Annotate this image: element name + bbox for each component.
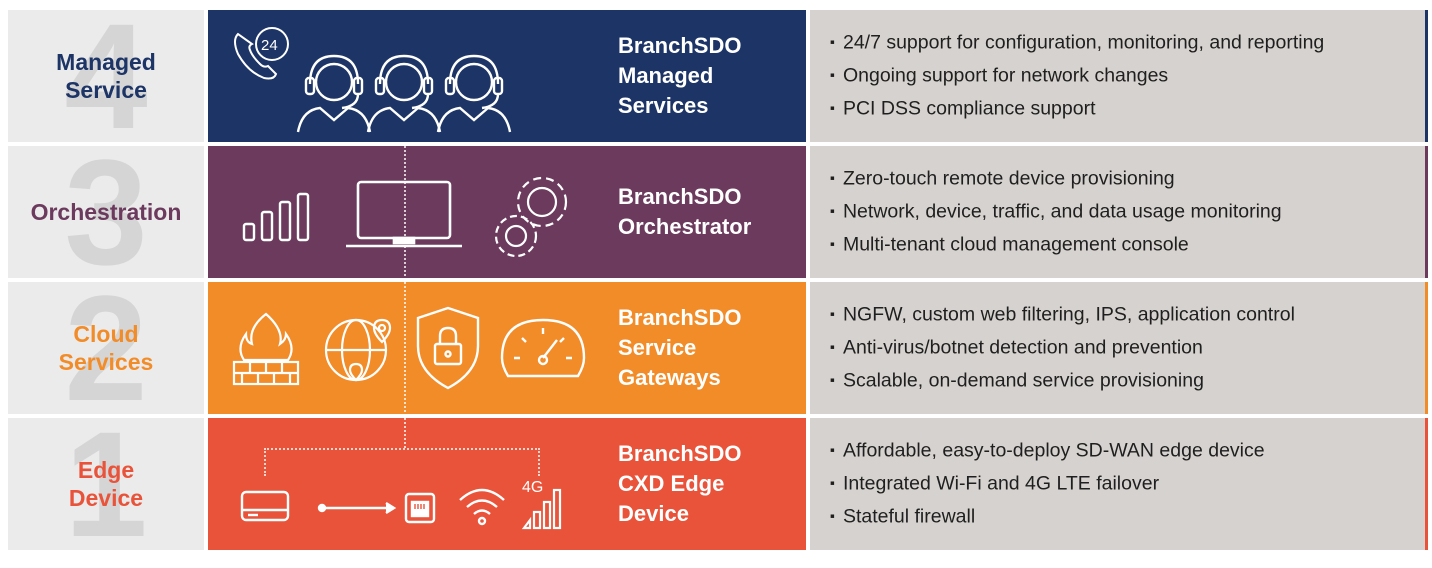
accent-bar bbox=[1425, 282, 1428, 414]
product-band: 4G BranchSDO CXD Edge Device bbox=[208, 418, 806, 550]
edge-router-icon bbox=[240, 490, 290, 522]
layer-title: Edge Device bbox=[8, 456, 204, 512]
layer-row-edge-device: 1 Edge Device bbox=[8, 409, 1428, 559]
layer-title-line: Managed bbox=[56, 49, 156, 75]
icon-group bbox=[208, 282, 608, 414]
feature-item: Ongoing support for network changes bbox=[830, 60, 1324, 93]
layer-number: 1 bbox=[64, 400, 148, 568]
feature-panel: Zero-touch remote device provisioning Ne… bbox=[810, 146, 1428, 278]
connector-line bbox=[264, 448, 540, 476]
product-band: BranchSDO Orchestrator bbox=[208, 146, 806, 278]
layer-row-managed-service: 4 Managed Service 24 bbox=[8, 1, 1428, 151]
product-name-line: BranchSDO bbox=[618, 305, 742, 330]
product-name-line: Services bbox=[618, 93, 709, 118]
shield-lock-icon bbox=[416, 306, 480, 390]
feature-list: NGFW, custom web filtering, IPS, applica… bbox=[830, 299, 1295, 398]
layer-title: Cloud Services bbox=[8, 320, 204, 376]
layer-title-line: Service bbox=[65, 77, 147, 103]
feature-item: Anti-virus/botnet detection and preventi… bbox=[830, 332, 1295, 365]
feature-item: Affordable, easy-to-deploy SD-WAN edge d… bbox=[830, 435, 1265, 468]
feature-item: Zero-touch remote device provisioning bbox=[830, 163, 1282, 196]
product-name-line: Orchestrator bbox=[618, 214, 752, 239]
svg-text:24: 24 bbox=[261, 37, 278, 54]
product-name-line: CXD Edge bbox=[618, 471, 725, 496]
layer-row-orchestration: 3 Orchestration bbox=[8, 137, 1428, 287]
feature-item: Integrated Wi-Fi and 4G LTE failover bbox=[830, 468, 1265, 501]
feature-item: 24/7 support for configuration, monitori… bbox=[830, 27, 1324, 60]
layer-number: 2 bbox=[64, 264, 148, 432]
product-name: BranchSDO Service Gateways bbox=[618, 303, 798, 393]
feature-item: Network, device, traffic, and data usage… bbox=[830, 196, 1282, 229]
wifi-icon bbox=[459, 488, 505, 526]
product-band: 24 bbox=[208, 10, 806, 142]
feature-item: NGFW, custom web filtering, IPS, applica… bbox=[830, 299, 1295, 332]
layer-number: 3 bbox=[64, 128, 148, 296]
layer-label-panel: 2 Cloud Services bbox=[8, 273, 204, 423]
phone-24-icon: 24 bbox=[234, 27, 289, 80]
feature-item: Multi-tenant cloud management console bbox=[830, 229, 1282, 262]
layer-label-panel: 3 Orchestration bbox=[8, 137, 204, 287]
headset-agent-icon bbox=[296, 54, 372, 133]
layer-title-line: Orchestration bbox=[30, 199, 182, 225]
product-name: BranchSDO Orchestrator bbox=[618, 182, 798, 242]
icon-group: 4G bbox=[208, 418, 608, 550]
speedometer-icon bbox=[500, 318, 586, 378]
4g-label: 4G bbox=[522, 479, 543, 496]
product-name-line: Device bbox=[618, 501, 689, 526]
product-name: BranchSDO CXD Edge Device bbox=[618, 439, 798, 529]
layer-label-panel: 4 Managed Service bbox=[8, 1, 204, 151]
4g-signal-icon: 4G bbox=[521, 479, 562, 530]
feature-item: Stateful firewall bbox=[830, 501, 1265, 534]
feature-panel: Affordable, easy-to-deploy SD-WAN edge d… bbox=[810, 418, 1428, 550]
bar-chart-icon bbox=[242, 192, 310, 242]
feature-panel: NGFW, custom web filtering, IPS, applica… bbox=[810, 282, 1428, 414]
icon-group bbox=[208, 146, 608, 278]
product-band: BranchSDO Service Gateways bbox=[208, 282, 806, 414]
product-name-line: Gateways bbox=[618, 365, 721, 390]
headset-agent-icon bbox=[436, 54, 512, 133]
product-name-line: Service bbox=[618, 335, 697, 360]
product-name-line: BranchSDO bbox=[618, 33, 742, 58]
layer-title-line: Cloud bbox=[73, 321, 139, 347]
layer-label-panel: 1 Edge Device bbox=[8, 409, 204, 559]
feature-list: 24/7 support for configuration, monitori… bbox=[830, 27, 1324, 126]
product-name: BranchSDO Managed Services bbox=[618, 31, 798, 121]
firewall-icon bbox=[232, 312, 300, 386]
feature-item: PCI DSS compliance support bbox=[830, 93, 1324, 126]
product-name-line: BranchSDO bbox=[618, 441, 742, 466]
product-name-line: BranchSDO bbox=[618, 184, 742, 209]
accent-bar bbox=[1425, 418, 1428, 550]
layer-title: Managed Service bbox=[8, 48, 204, 104]
accent-bar bbox=[1425, 10, 1428, 142]
layer-number: 4 bbox=[64, 0, 148, 160]
icon-group: 24 bbox=[208, 10, 608, 142]
layer-title-line: Device bbox=[68, 485, 144, 511]
ethernet-port-icon bbox=[404, 492, 436, 524]
globe-pin-icon bbox=[324, 318, 392, 382]
layer-title-line: Edge bbox=[77, 457, 135, 483]
headset-agent-icon bbox=[366, 54, 442, 133]
feature-item: Scalable, on-demand service provisioning bbox=[830, 365, 1295, 398]
layer-row-cloud-services: 2 Cloud Services bbox=[8, 273, 1428, 423]
gears-icon bbox=[494, 176, 568, 258]
feature-list: Zero-touch remote device provisioning Ne… bbox=[830, 163, 1282, 262]
feature-panel: 24/7 support for configuration, monitori… bbox=[810, 10, 1428, 142]
arrow-right-icon bbox=[317, 501, 397, 515]
accent-bar bbox=[1425, 146, 1428, 278]
product-name-line: Managed bbox=[618, 63, 714, 88]
layer-title: Orchestration bbox=[8, 198, 204, 226]
layer-title-line: Services bbox=[58, 349, 154, 375]
vertical-connector-line bbox=[404, 142, 406, 448]
feature-list: Affordable, easy-to-deploy SD-WAN edge d… bbox=[830, 435, 1265, 534]
